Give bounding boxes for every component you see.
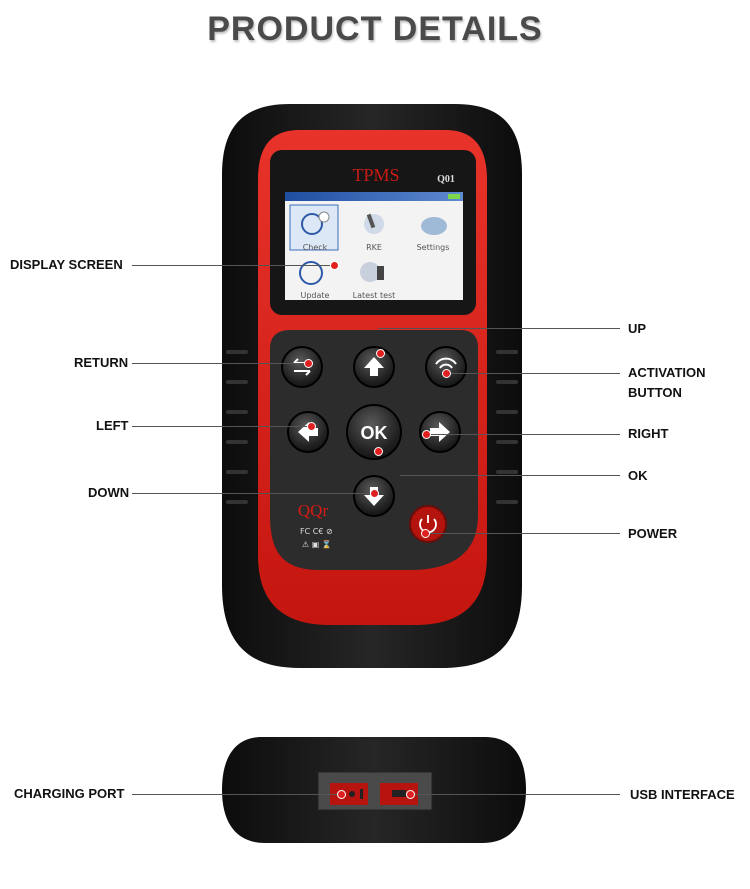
marker-down [370, 489, 379, 498]
activation-button [425, 346, 467, 388]
svg-text:FC C€ ⊘: FC C€ ⊘ [300, 527, 333, 536]
model-label: Q01 [437, 174, 455, 185]
screen-menu-1: RKE [366, 243, 382, 252]
marker-right [422, 430, 431, 439]
leader-activation [446, 373, 620, 374]
marker-display [330, 261, 339, 270]
label-left: LEFT [96, 418, 129, 433]
display-screen [285, 192, 463, 300]
screen-menu-3: Update [301, 291, 330, 300]
leader-up [378, 328, 620, 329]
label-power: POWER [628, 526, 678, 541]
leader-left [132, 426, 312, 427]
right-arrow-icon [430, 422, 450, 442]
leader-charging [132, 794, 342, 795]
label-right: RIGHT [628, 426, 669, 441]
marker-power [421, 529, 430, 538]
leader-ok [400, 475, 620, 476]
left-arrow-icon [298, 422, 318, 442]
marker-left [307, 422, 316, 431]
leader-return [132, 363, 309, 364]
up-button [353, 346, 395, 388]
leader-display [132, 265, 335, 266]
ok-button-label: OK [361, 423, 388, 443]
marker-up [376, 349, 385, 358]
screen-menu-2: Settings [417, 243, 450, 252]
screen-menu-0: Check [303, 243, 328, 252]
up-arrow-icon [364, 357, 384, 376]
ok-button: OK [346, 404, 402, 460]
label-up: UP [628, 321, 647, 336]
leader-power [426, 533, 620, 534]
leader-down [132, 493, 378, 494]
label-down: DOWN [88, 485, 130, 500]
label-display-screen: DISPLAY SCREEN [10, 257, 123, 272]
marker-usb [406, 790, 415, 799]
certification-marks: FC C€ ⊘ ⚠ ▣ ⌛ [300, 527, 333, 549]
leader-right [427, 434, 620, 435]
page-title: PRODUCT DETAILS [207, 10, 543, 48]
left-button [287, 411, 329, 453]
label-usb-interface: USB INTERFACE [630, 787, 735, 802]
label-return: RETURN [74, 355, 129, 370]
leader-usb [412, 794, 620, 795]
svg-text:⚠ ▣ ⌛: ⚠ ▣ ⌛ [302, 539, 332, 549]
label-ok: OK [628, 468, 648, 483]
marker-charging [337, 790, 346, 799]
label-activation-button: ACTIVATION BUTTON [628, 365, 706, 400]
logo-text: QQr [298, 501, 329, 520]
charging-icon [349, 791, 355, 797]
return-button [281, 346, 323, 388]
brand-label: TPMS [352, 165, 399, 185]
marker-return [304, 359, 313, 368]
right-button [419, 411, 461, 453]
marker-activation [442, 369, 451, 378]
label-charging-port: CHARGING PORT [14, 786, 125, 801]
device-bottom-view [222, 737, 526, 843]
screen-menu-4: Latest test [353, 291, 396, 300]
marker-ok [374, 447, 383, 456]
usb-icon [392, 790, 406, 797]
